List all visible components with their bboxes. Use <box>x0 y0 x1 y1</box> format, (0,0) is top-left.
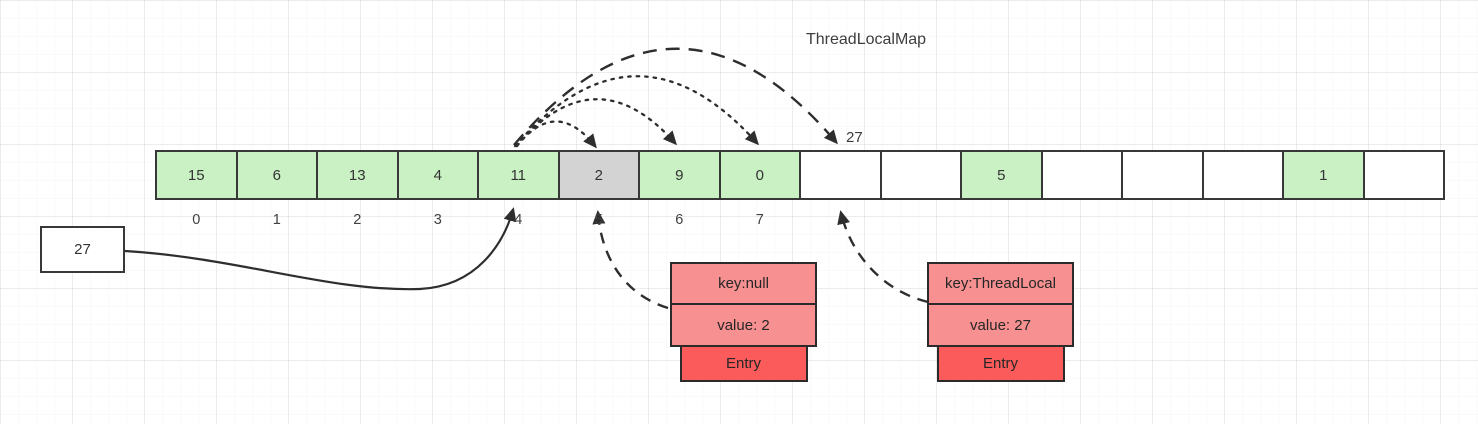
cell-index-label: 5 <box>594 212 603 228</box>
array-cell-12[interactable] <box>1121 150 1204 200</box>
incoming-value-label: 27 <box>74 241 91 258</box>
diagram-title: ThreadLocalMap <box>806 31 927 48</box>
array-cell-3[interactable]: 4 3 <box>396 150 479 228</box>
cell-value: 9 <box>675 166 684 184</box>
array-cell-5[interactable]: 2 5 <box>557 150 640 228</box>
cell-value: 5 <box>997 166 1006 184</box>
rehash-placement-label: 27 <box>846 129 863 146</box>
entry-key-row[interactable]: key:null <box>670 262 817 305</box>
incoming-value-box[interactable]: 27 <box>40 226 125 273</box>
probe-arc-to-slot5[interactable] <box>515 120 597 149</box>
entry-key-row[interactable]: key:ThreadLocal <box>927 262 1074 305</box>
entry-box-threadlocal[interactable]: key:ThreadLocal value: 27 Entry <box>927 262 1074 382</box>
array-cell-2[interactable]: 13 2 <box>316 150 399 228</box>
array-cell-8[interactable] <box>799 150 882 200</box>
array-cell-15[interactable] <box>1362 150 1445 200</box>
cell-value: 0 <box>755 166 764 184</box>
array-cell-14[interactable]: 1 <box>1282 150 1365 200</box>
cell-value: 4 <box>433 166 442 184</box>
array-cell-13[interactable] <box>1201 150 1284 200</box>
probe-arc-to-slot7[interactable] <box>513 75 760 148</box>
array-cell-9[interactable] <box>879 150 962 200</box>
array-cell-10[interactable]: 5 <box>960 150 1043 200</box>
entry-tab[interactable]: Entry <box>936 345 1065 382</box>
probe-arc-to-slot8-dashed[interactable] <box>513 47 838 146</box>
entry-threadlocal-pointer-arrow[interactable] <box>837 210 929 304</box>
cell-index-label: 4 <box>514 212 523 228</box>
array-cell-1[interactable]: 6 1 <box>235 150 318 228</box>
entry-tab-label: Entry <box>982 355 1018 372</box>
entry-value-label: value: 2 <box>717 316 770 334</box>
cell-index-label: 6 <box>675 212 684 228</box>
threadlocalmap-array: 15 0 6 1 13 2 4 3 11 4 2 5 9 6 0 7 <box>155 150 1445 228</box>
entry-key-label: key:null <box>718 275 769 292</box>
array-cell-4[interactable]: 11 4 <box>477 150 560 228</box>
entry-key-label: key:ThreadLocal <box>945 275 1056 292</box>
entry-value-label: value: 27 <box>970 316 1031 334</box>
cell-value: 11 <box>510 166 527 184</box>
entry-tab-label: Entry <box>725 355 761 372</box>
cell-index-label: 2 <box>353 212 362 228</box>
array-cell-0[interactable]: 15 0 <box>155 150 238 228</box>
entry-value-row[interactable]: value: 27 <box>927 303 1074 347</box>
cell-value: 13 <box>348 166 366 184</box>
cell-value: 1 <box>1319 166 1328 184</box>
cell-index-label: 3 <box>433 212 442 228</box>
cell-value: 6 <box>272 166 281 184</box>
cell-value: 2 <box>594 166 603 184</box>
array-cell-6[interactable]: 9 6 <box>638 150 721 228</box>
entry-tab[interactable]: Entry <box>679 345 808 382</box>
cell-index-label: 1 <box>272 212 281 228</box>
entry-box-null[interactable]: key:null value: 2 Entry <box>670 262 817 382</box>
cell-index-label: 0 <box>192 212 201 228</box>
array-cell-7[interactable]: 0 7 <box>718 150 801 228</box>
cell-index-label: 7 <box>755 212 764 228</box>
cell-value: 15 <box>187 166 205 184</box>
probe-arc-to-slot6[interactable] <box>514 98 677 148</box>
array-cell-11[interactable] <box>1040 150 1123 200</box>
entry-value-row[interactable]: value: 2 <box>670 303 817 347</box>
